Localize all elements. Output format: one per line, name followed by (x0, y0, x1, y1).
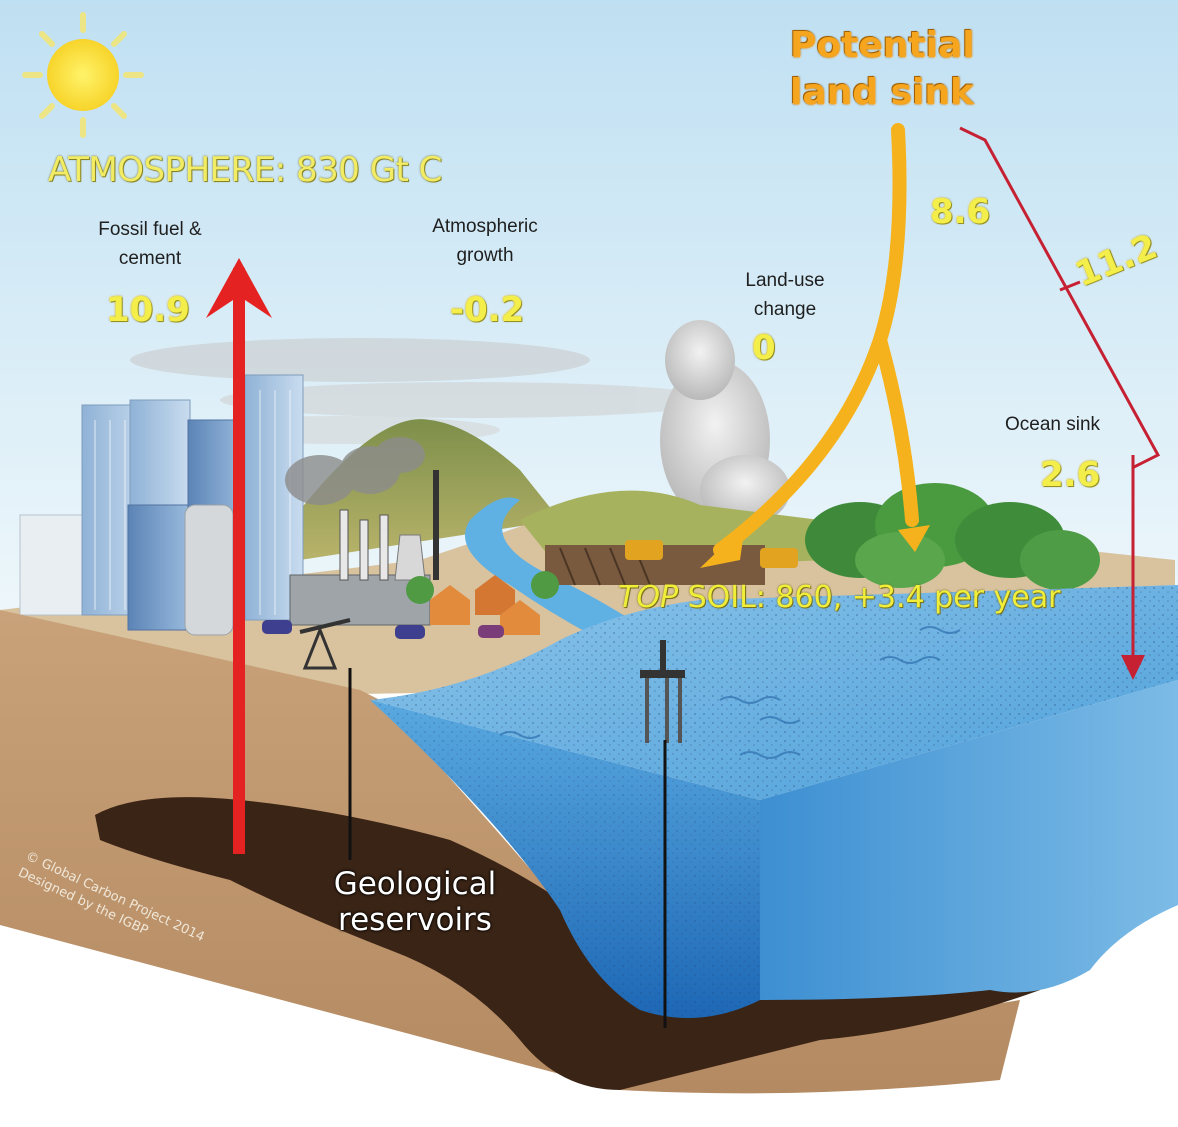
atmospheric-growth-value: -0.2 (450, 290, 525, 330)
land-use-change-line-2: change (753, 299, 817, 320)
ocean-sink-arrow (1121, 455, 1145, 680)
forest (805, 483, 1100, 590)
top-soil-label: TOP SOIL: 860, +3.4 per year (618, 580, 1060, 615)
land-sink-arrows (713, 123, 919, 557)
land-use-change-label: Land-use change (725, 266, 845, 324)
geological-reservoirs-line-1: Geological (333, 866, 497, 902)
potential-land-sink-line-2: land sink (790, 72, 974, 113)
top-soil-rest: SOIL: 860, +3.4 per year (678, 580, 1061, 615)
geological-reservoirs (95, 797, 1050, 1090)
fossil-fuel-line-2: cement (118, 248, 182, 269)
ocean-waves (499, 626, 961, 759)
offshore-rig (640, 640, 685, 1028)
fossil-fuel-line-1: Fossil fuel & (98, 219, 202, 240)
ocean-side (760, 680, 1178, 1000)
land-use-change-value: 0 (752, 328, 776, 368)
land-use-change-line-1: Land-use (745, 270, 825, 291)
geological-reservoirs-line-2: reservoirs (338, 902, 492, 938)
atmospheric-growth-label: Atmospheric growth (415, 212, 555, 270)
potential-land-sink-label: Potential land sink (790, 22, 975, 116)
farmland (545, 540, 798, 586)
atmospheric-growth-line-1: Atmospheric (432, 216, 538, 237)
top-soil-prefix: TOP (618, 580, 679, 615)
sun-icon (22, 12, 144, 138)
atmospheric-growth-line-2: growth (456, 245, 514, 266)
fossil-fuel-value: 10.9 (106, 290, 190, 330)
land-sink-value: 8.6 (930, 192, 991, 232)
cars (262, 620, 504, 639)
houses (406, 571, 559, 635)
oil-pumpjack (299, 618, 352, 860)
river (465, 497, 660, 650)
fossil-fuel-label: Fossil fuel & cement (85, 215, 215, 273)
factory-smokestacks (285, 437, 439, 626)
fossil-fuel-emission-arrow (206, 258, 272, 854)
ocean-land-bracket (959, 126, 1161, 470)
geological-reservoirs-label: Geological reservoirs (330, 866, 500, 938)
atmosphere-label: ATMOSPHERE: 830 Gt C (48, 150, 442, 190)
potential-land-sink-line-1: Potential (790, 25, 975, 66)
earth-cross-section (0, 610, 1020, 1094)
ocean-sink-value: 2.6 (1040, 455, 1101, 495)
ocean-sink-label: Ocean sink (1005, 414, 1101, 435)
cloud (660, 320, 790, 525)
